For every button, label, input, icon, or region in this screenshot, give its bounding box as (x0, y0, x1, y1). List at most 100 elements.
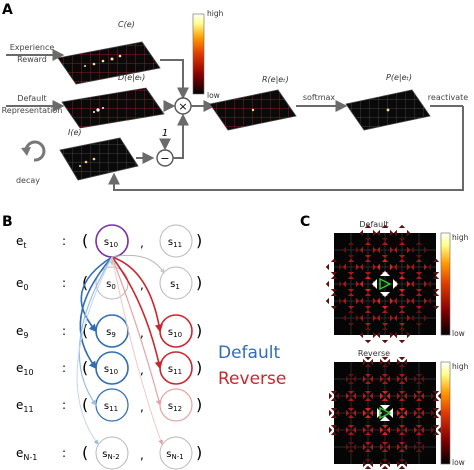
heatmap-arrow-mark (373, 263, 377, 271)
heatmap-arrow-mark (356, 314, 360, 322)
heatmap-arrow-mark (415, 241, 423, 245)
heatmap-arrow-mark (330, 292, 338, 296)
heatmap-arrow-mark (342, 246, 346, 254)
heatmap-arrow-mark (381, 425, 389, 429)
heatmap-arrow-mark (381, 309, 389, 313)
heatmap-arrow-mark (407, 263, 411, 271)
heatmap-arrow-mark (376, 314, 380, 322)
comma: , (140, 236, 144, 250)
state-label-left-subscript: 9 (111, 331, 115, 339)
state-label-right-subscript: 12 (173, 405, 182, 413)
heatmap-arrow-mark (369, 460, 373, 468)
heatmap-arrow-mark (414, 443, 418, 451)
heatmap-arrow-mark (364, 459, 372, 463)
heatmap-arrow-mark (373, 297, 377, 305)
heatmap-arrow-mark (415, 272, 423, 276)
close-paren: ) (196, 321, 202, 340)
heatmap-arrow-mark (415, 292, 423, 296)
heatmap-arrow-mark (431, 409, 435, 417)
heatmap-arrow-mark (397, 426, 401, 434)
heatmap-arrow-mark (432, 397, 440, 401)
heatmap-arrow-mark (330, 289, 338, 293)
heatmap-arrow-mark (347, 323, 355, 327)
heatmap-arrow-mark (347, 442, 355, 446)
heatmap-arrow-mark (325, 263, 329, 271)
heatmap-arrow-mark (364, 255, 372, 259)
heatmap-arrow-mark (420, 409, 424, 417)
heatmap-arrow-mark (424, 263, 428, 271)
heatmap-arrow-mark (407, 314, 411, 322)
heatmap-arrow-mark (432, 289, 440, 293)
heatmap-arrow-mark (397, 443, 401, 451)
heatmap-arrow-mark (373, 331, 377, 339)
heatmap-arrow-mark (398, 374, 406, 378)
heatmap-arrow-mark (347, 275, 355, 279)
heatmap-arrow-mark (398, 448, 406, 452)
heatmap-arrow-mark (390, 246, 394, 254)
colon: : (62, 446, 66, 460)
heatmap-arrow-mark (414, 409, 418, 417)
heatmap-arrow-mark (398, 272, 406, 276)
heatmap-arrow-mark (407, 297, 411, 305)
heatmap-arrow-mark (376, 229, 380, 237)
panel-label-c: C (300, 214, 310, 230)
heatmap-arrow-mark (432, 425, 440, 429)
heatmap-arrow-mark (398, 309, 406, 313)
heatmap-arrow-mark (364, 425, 372, 429)
c-map-highlights (84, 54, 122, 67)
heatmap-arrow-mark (398, 408, 406, 412)
open-paren: ( (82, 321, 88, 340)
reward-label: Reward (17, 55, 47, 64)
heatmap-arrow-mark (407, 229, 411, 237)
state-node-left (95, 266, 129, 300)
heatmap-arrow-mark (393, 229, 397, 237)
heatmap-arrow-mark (398, 465, 406, 469)
decay-label: decay (16, 176, 40, 185)
heatmap-arrow-mark (347, 448, 355, 452)
heatmap-arrow-mark (381, 357, 389, 361)
heatmap-arrow-mark (398, 258, 406, 262)
heatmap-arrow-mark (347, 391, 355, 395)
event-label-subscript: 0 (23, 283, 28, 292)
heatmap-arrow-mark (347, 374, 355, 378)
heatmap-arrow-mark (432, 431, 440, 435)
heatmap-arrow-mark (386, 460, 390, 468)
heatmap-arrow-mark (393, 246, 397, 254)
heatmap-arrow-mark (390, 314, 394, 322)
heatmap-arrow-mark (364, 275, 372, 279)
heatmap-arrow-mark (398, 292, 406, 296)
heatmap-arrow-mark (420, 443, 424, 451)
open-paren: ( (82, 231, 88, 250)
heatmap-arrow-mark (363, 443, 367, 451)
heatmap-arrow-mark (356, 297, 360, 305)
heatmap-arrow-mark (364, 258, 372, 262)
heatmap-arrow-mark (325, 297, 329, 305)
heatmap-arrow-mark (397, 375, 401, 383)
heatmap-arrow-mark (381, 241, 389, 245)
heatmap-arrow-mark (359, 280, 363, 288)
heatmap-arrow-mark (431, 392, 435, 400)
heatmap-arrow-mark (364, 238, 372, 242)
heatmap-arrow-mark (415, 448, 423, 452)
heatmap-arrow-mark (403, 443, 407, 451)
heatmap-arrow-mark (403, 409, 407, 417)
open-paren: ( (82, 358, 88, 377)
heatmap-center-arrow (380, 271, 390, 276)
heatmap-arrow-mark (386, 392, 390, 400)
heatmap-arrow-mark (381, 442, 389, 446)
transition-arrow (78, 256, 113, 406)
heatmap-arrow-mark (364, 397, 372, 401)
heatmap-arrow-mark (381, 224, 389, 228)
heatmap-arrow-mark (364, 431, 372, 435)
heatmap-arrow-mark (330, 425, 338, 429)
close-paren: ) (196, 443, 202, 462)
heatmap-arrow-mark (330, 258, 338, 262)
open-paren: ( (82, 395, 88, 414)
one-label: 1 (162, 128, 168, 139)
state-label-left-subscript: 0 (111, 283, 115, 291)
heatmap-arrow-mark (432, 258, 440, 262)
heatmap-arrow-mark (415, 275, 423, 279)
heatmap-arrow-mark (381, 255, 389, 259)
c-to-multiply-line (160, 59, 189, 100)
heatmap-center-arrow (380, 416, 390, 421)
